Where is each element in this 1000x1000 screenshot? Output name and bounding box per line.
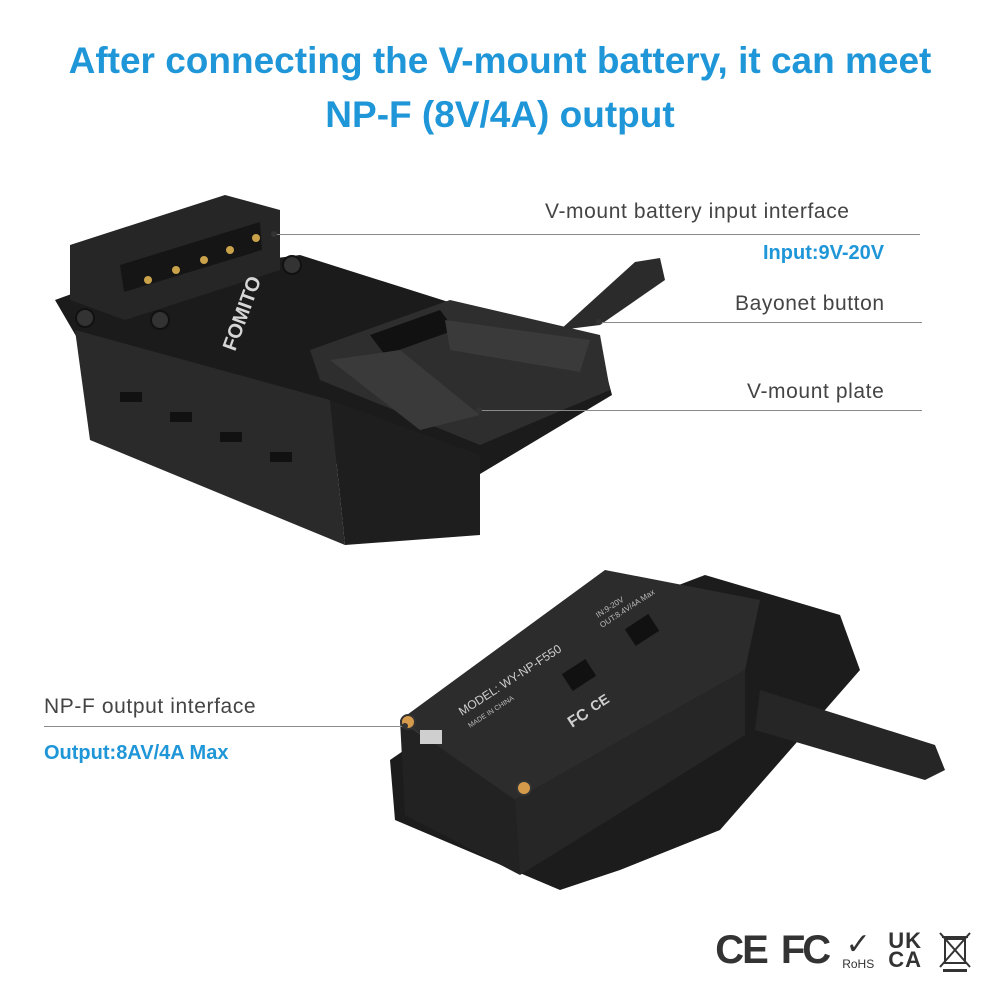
callout-line [480,410,922,411]
slot [120,392,142,402]
slot [270,452,292,462]
bottom-lever [755,690,945,780]
callout-bayonet-label: Bayonet button [735,292,885,315]
top-body-front [75,330,345,545]
v-slot [370,310,455,355]
callout-dot [271,231,277,237]
slot [170,412,192,422]
callout-dot [596,319,602,325]
ukca-bottom: CA [888,946,922,972]
ukca-mark: UK CA [888,927,922,972]
gold-pin [172,266,180,274]
battery-side [515,670,745,875]
slot [220,432,242,442]
np-f-terminal [516,780,532,796]
gold-pin [226,246,234,254]
callout-npf-output-label: NP-F output interface [44,695,257,718]
v-wedge [330,350,480,430]
gold-pin [252,234,260,242]
weee-bin-icon [939,931,971,972]
callout-input-spec: Input:9V-20V [763,242,885,264]
battery-front [400,720,520,875]
top-device: FOMITO [55,195,665,545]
callout-output-spec: Output:8AV/4A Max [44,742,229,764]
headline-line-2: NP-F (8V/4A) output [325,94,675,135]
callout-vmount-plate-label: V-mount plate [747,380,885,403]
callout-dot [476,407,482,413]
callout-vmount-input-label: V-mount battery input interface [545,200,850,223]
rohs-mark: ✓ RoHS [842,928,875,971]
bottom-device: MODEL: WY-NP-F550 MADE IN CHINA IN:9-20V… [390,570,945,890]
contact-tab [420,730,442,744]
screw [75,308,95,328]
ce-mark: CE [715,928,769,972]
screw [282,255,302,275]
fc-mark: FC [780,928,831,972]
callout-line [275,234,920,235]
callout-line [600,322,922,323]
screw [150,310,170,330]
connector-recess [120,222,262,292]
headline-line-1: After connecting the V-mount battery, it… [68,40,932,81]
battery-slot [624,613,660,647]
bayonet-lever [560,258,665,330]
callout-dot [402,723,408,729]
gold-pin [144,276,152,284]
callout-line [44,726,404,727]
top-body-side [330,400,480,545]
gold-pin [200,256,208,264]
check-icon: ✓ [845,928,871,961]
battery-slot [561,658,597,692]
v-wedge [445,320,590,372]
certification-marks: CE FC ✓ RoHS UK CA [715,928,974,973]
ukca-top: UK [888,927,922,953]
rohs-text: RoHS [842,957,875,971]
